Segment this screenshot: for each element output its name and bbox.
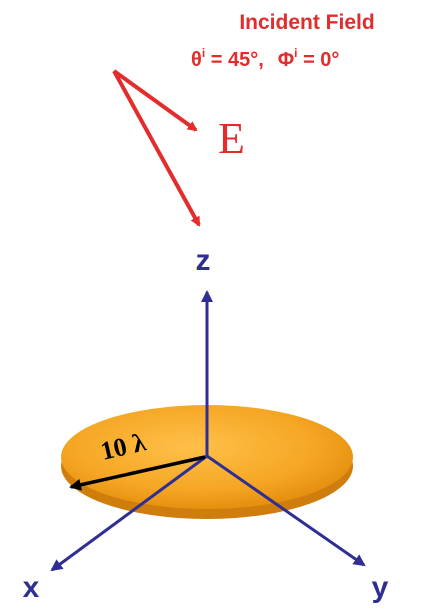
y-axis — [206, 454, 366, 567]
propagation-arrow — [112, 70, 201, 227]
x-axis — [50, 454, 208, 572]
phi-superscript: i — [294, 46, 297, 60]
e-field-arrow — [112, 69, 198, 132]
y-axis-label: y — [372, 571, 389, 604]
radius-arrow — [69, 455, 206, 491]
incident-angles: θi = 45°,Φi = 0° — [191, 46, 339, 71]
incident-field-title: Incident Field — [239, 11, 374, 34]
phi-symbol: Φ — [278, 49, 294, 71]
phi-value: = 0° — [298, 49, 340, 71]
z-axis-label: z — [196, 244, 211, 277]
theta-symbol: θ — [191, 49, 202, 71]
e-field-label: E — [218, 114, 245, 163]
theta-superscript: i — [202, 46, 205, 60]
x-axis-label: x — [23, 571, 40, 604]
theta-value: = 45°, — [205, 49, 264, 71]
